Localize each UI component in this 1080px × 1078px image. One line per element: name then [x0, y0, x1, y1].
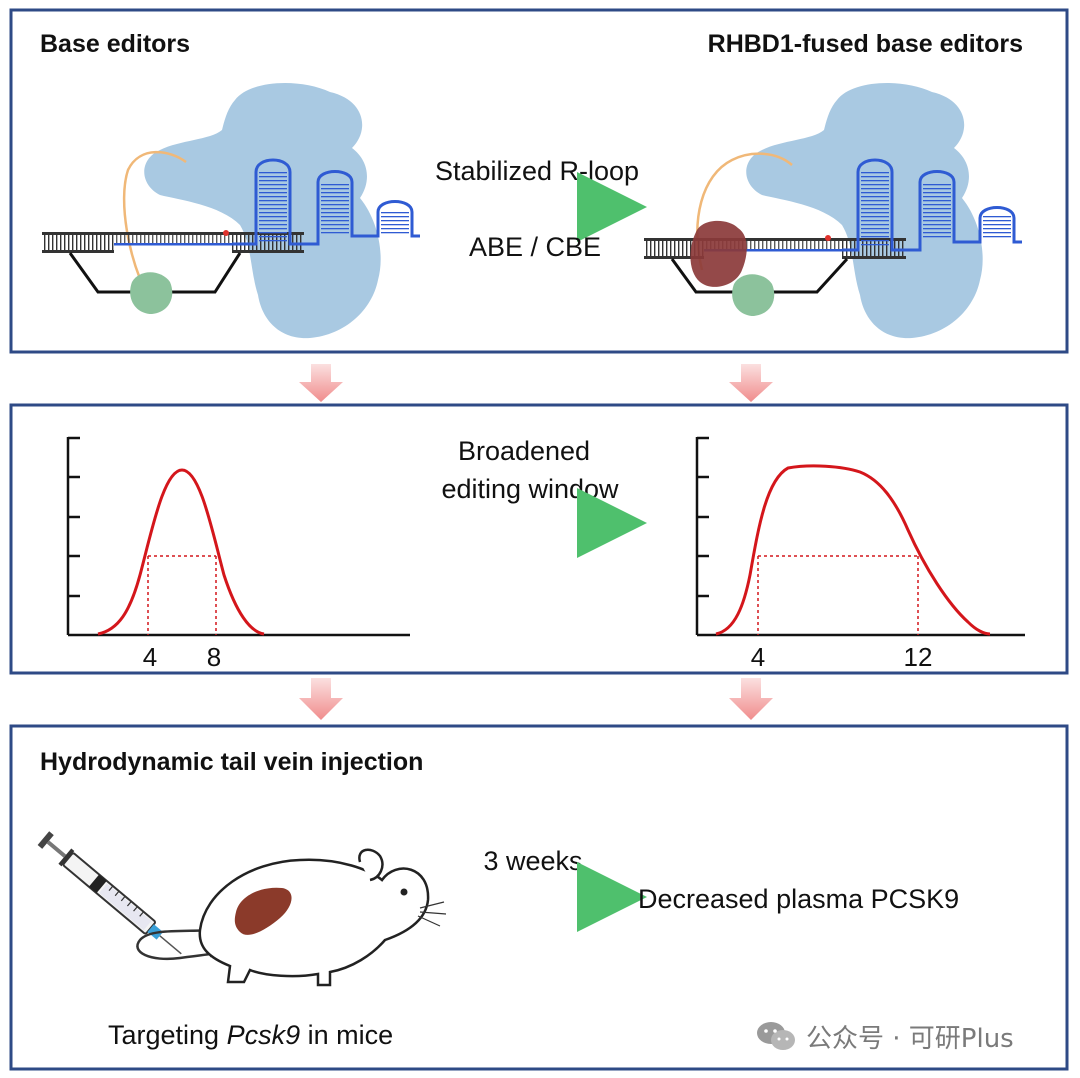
down-arrow-left-2 [299, 678, 343, 720]
dna-bottom-strand [42, 250, 114, 253]
left-chart-tick-label: 4 [143, 642, 157, 672]
dna-top-strand [42, 232, 304, 235]
right-chart-tick-label: 12 [904, 642, 933, 672]
targeting-caption: Targeting Pcsk9 in mice [108, 1020, 393, 1050]
target-base-mark [825, 235, 831, 241]
left-chart-tick-label: 8 [207, 642, 221, 672]
panel-editing-window [9, 403, 1069, 675]
sgrna-scaffold [842, 158, 1022, 252]
caption-prefix: Targeting [108, 1020, 227, 1050]
down-arrow-right-1 [729, 364, 773, 402]
broadened-label: Broadened [458, 436, 590, 466]
mouse-whiskers [417, 901, 447, 927]
rhbd1-fused-title: RHBD1-fused base editors [708, 30, 1023, 58]
mouse-ear [358, 848, 384, 882]
abe-cbe-label: ABE / CBE [469, 232, 601, 262]
down-arrow-left-1 [299, 364, 343, 402]
chat-bubbles-icon [757, 1022, 795, 1050]
dna-top-strand [644, 238, 906, 241]
linker-loop [122, 150, 187, 301]
base-editor-complex-illustration [42, 82, 420, 339]
watermark-text: 公众号 · 可研Plus [806, 1023, 1014, 1054]
right-chart-tick-label: 4 [751, 642, 765, 672]
three-weeks-label: 3 weeks [483, 846, 582, 876]
syringe-icon [37, 831, 182, 955]
right-editing-chart: 4 12 [695, 436, 1025, 672]
down-arrow-right-2 [729, 678, 773, 720]
left-chart-curve [97, 468, 265, 636]
caption-gene: Pcsk9 [227, 1020, 301, 1050]
rhbd1-fused-editor-illustration [644, 82, 1022, 339]
caption-suffix: in mice [300, 1020, 393, 1050]
panel-base-editors-comparison [9, 8, 1069, 354]
base-editors-title: Base editors [40, 30, 190, 58]
sgrna-scaffold [232, 158, 420, 246]
watermark: 公众号 · 可研Plus [756, 1016, 1014, 1056]
deaminase-blob [130, 272, 173, 314]
injection-title: Hydrodynamic tail vein injection [40, 748, 423, 776]
deaminase-blob [732, 274, 775, 316]
editing-window-label: editing window [441, 474, 619, 504]
left-editing-chart: 4 8 [66, 436, 410, 672]
mouse-body [198, 858, 430, 987]
guide-rna-pairing [114, 235, 232, 243]
mouse-illustration [136, 848, 447, 987]
rhbd1-domain-blob [690, 220, 747, 287]
mouse-eye [400, 888, 408, 896]
target-base-mark [223, 230, 229, 236]
right-chart-curve [715, 464, 991, 636]
stabilized-rloop-label: Stabilized R-loop [435, 156, 639, 186]
liver-organ [234, 887, 292, 935]
dna-rungs [44, 235, 114, 250]
panel-in-vivo-injection [9, 724, 1069, 1071]
decreased-pcsk9-label: Decreased plasma PCSK9 [638, 884, 959, 914]
